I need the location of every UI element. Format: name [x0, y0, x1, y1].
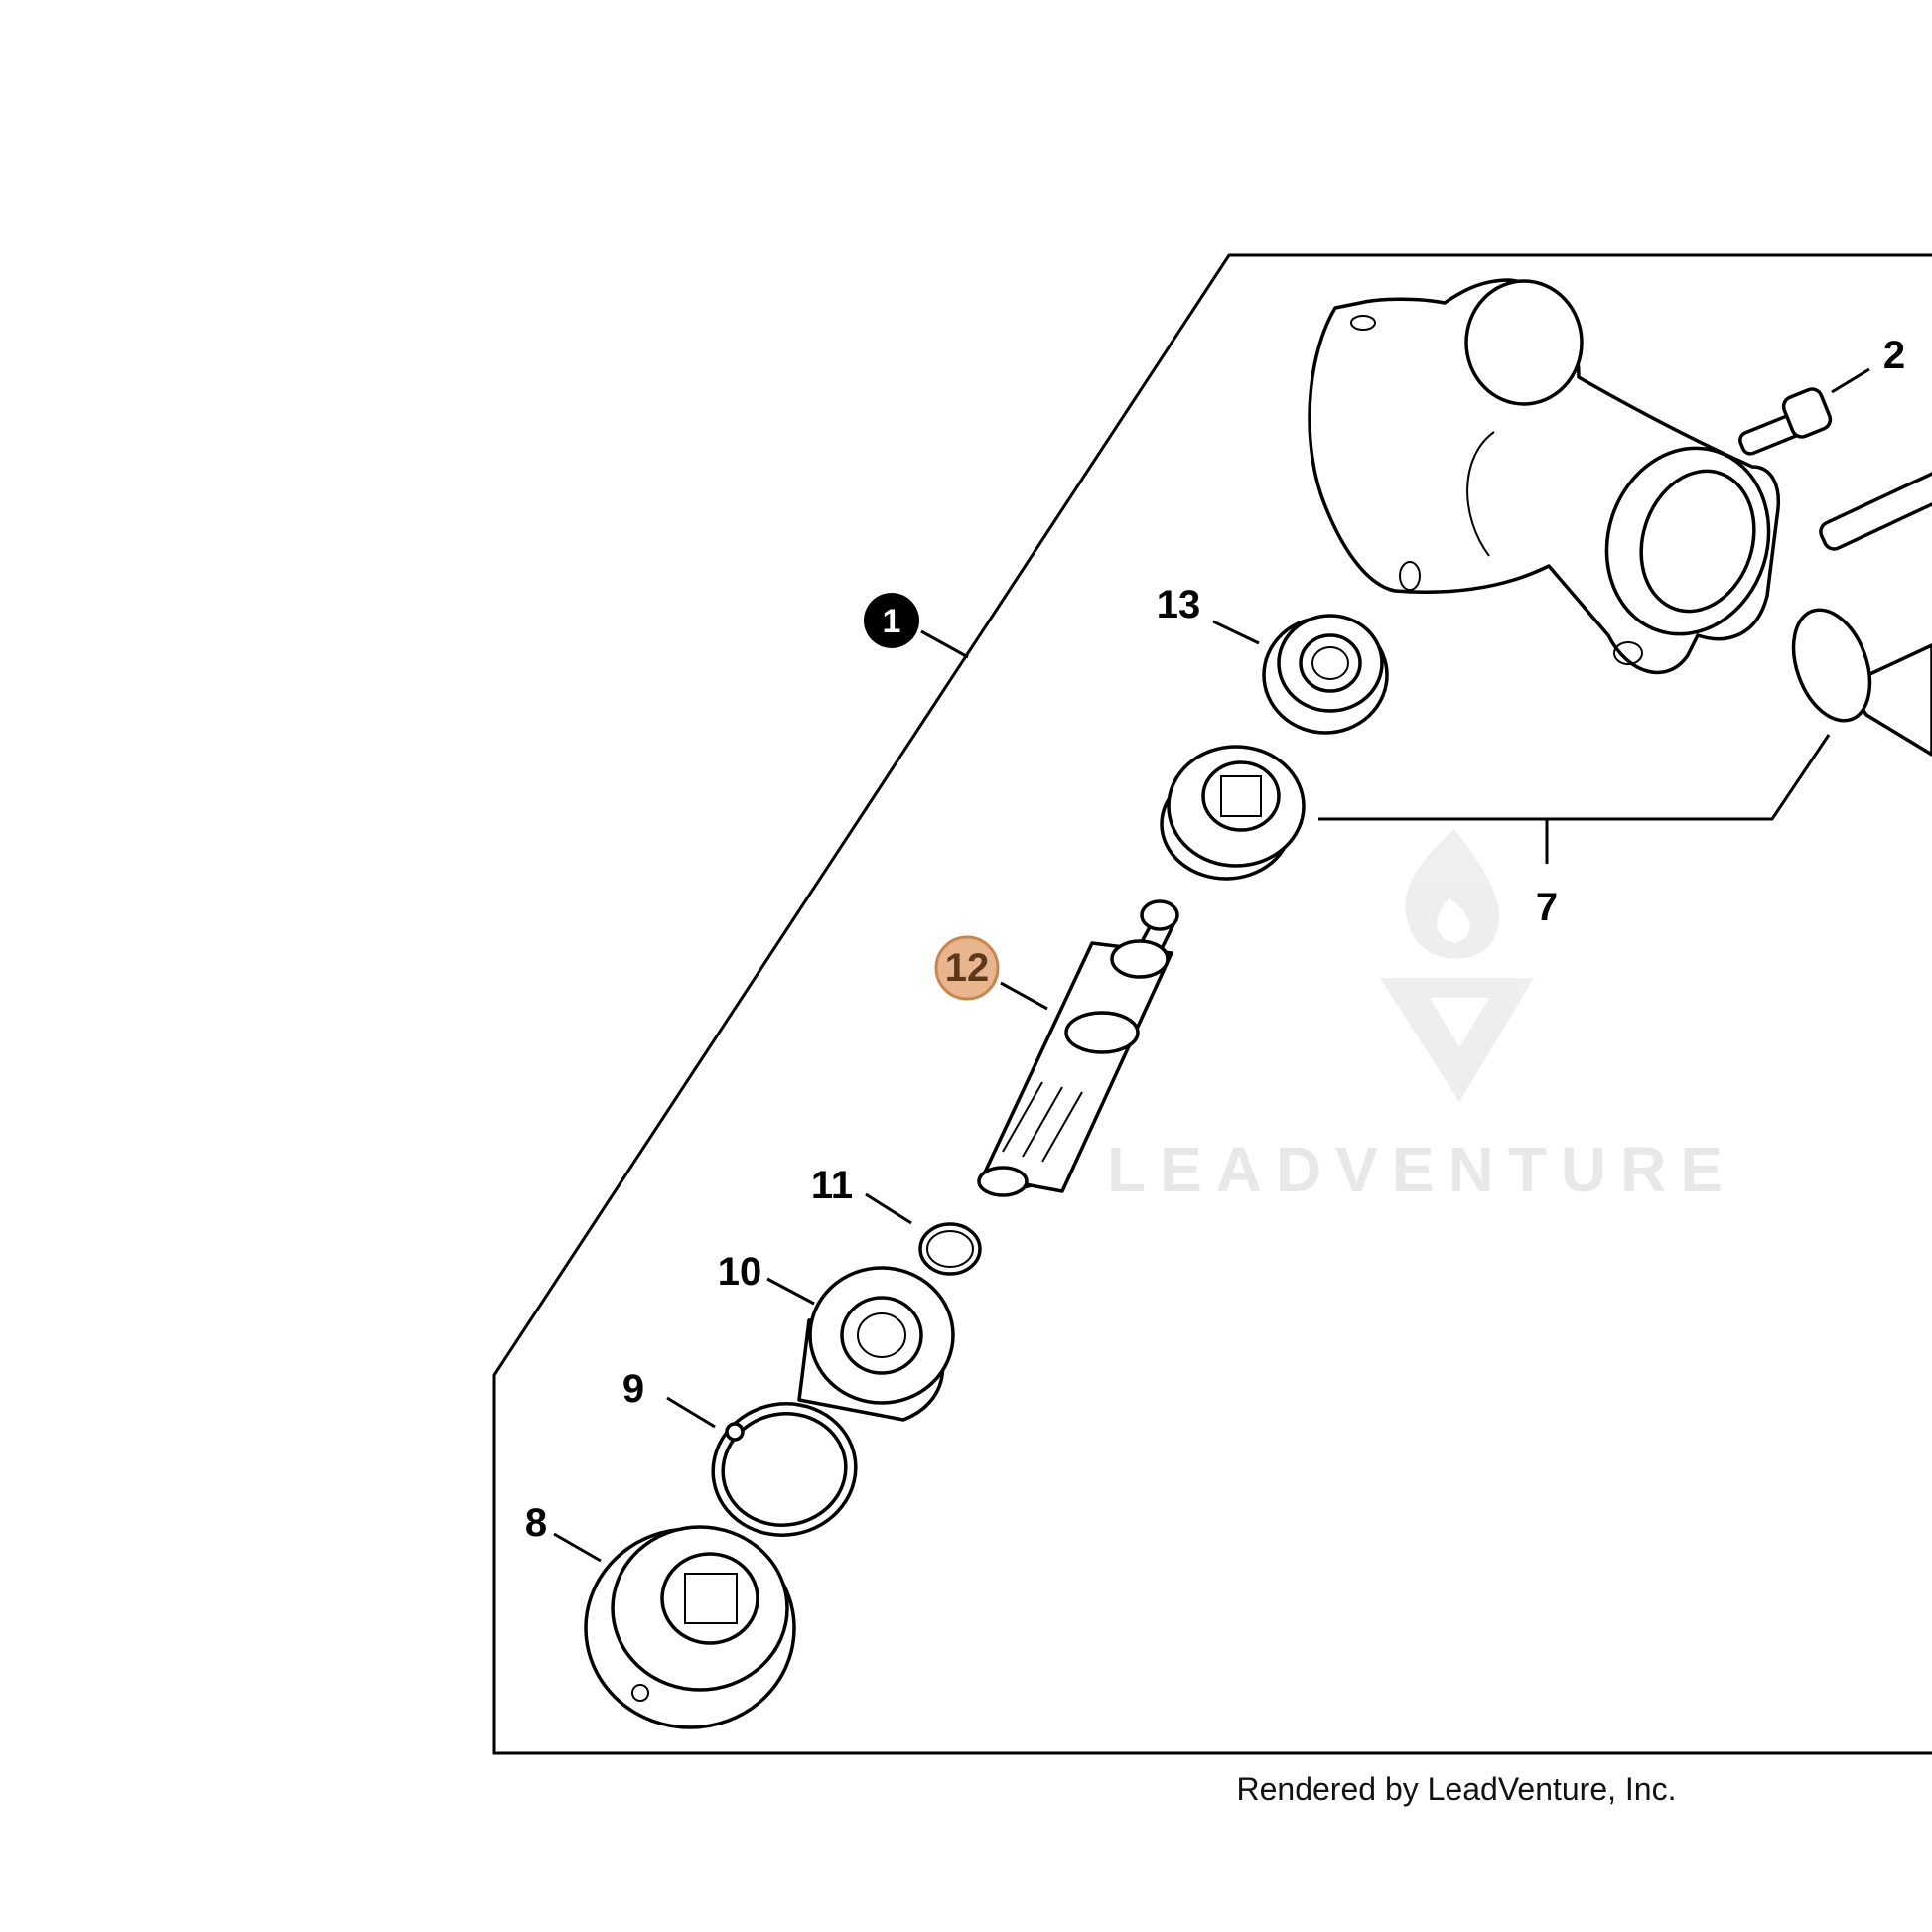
callout-9-label: 9 [622, 1367, 644, 1411]
leader-11 [865, 1192, 912, 1225]
callout-13-label: 13 [1157, 583, 1201, 626]
bearing-cap[interactable] [584, 1525, 796, 1729]
watermark-logo [1380, 829, 1534, 1102]
leader-7 [1318, 734, 1831, 821]
callout-11[interactable]: 11 [811, 1164, 853, 1207]
watermark-text: LEADVENTURE [1107, 1134, 1736, 1205]
callout-12[interactable]: 12 [934, 935, 1000, 1001]
gear-housing[interactable] [1308, 278, 1792, 675]
callout-9[interactable]: 9 [622, 1367, 644, 1411]
snap-ring[interactable] [703, 1393, 867, 1547]
callout-2[interactable]: 2 [1883, 334, 1905, 377]
callout-10-label: 10 [718, 1250, 762, 1294]
drive-shaft[interactable] [977, 899, 1179, 1197]
circlip-small[interactable] [918, 1222, 982, 1276]
callout-8-label: 8 [525, 1501, 547, 1545]
leader-12 [1000, 981, 1048, 1011]
callout-8[interactable]: 8 [525, 1501, 547, 1545]
callout-1-label: 1 [883, 603, 901, 640]
long-screw[interactable] [1818, 469, 1932, 553]
callout-1[interactable]: 1 [864, 593, 919, 648]
leader-2 [1831, 367, 1870, 394]
callout-7-label: 7 [1536, 886, 1558, 929]
leader-10 [766, 1277, 815, 1306]
leader-8 [553, 1532, 602, 1563]
leader-1 [920, 629, 969, 659]
callout-10[interactable]: 10 [718, 1250, 762, 1294]
callout-7[interactable]: 7 [1536, 886, 1558, 929]
leader-9 [666, 1396, 716, 1429]
bolt[interactable] [1737, 386, 1833, 456]
callout-11-label: 11 [811, 1164, 853, 1207]
leader-13 [1212, 620, 1260, 645]
ball-bearing[interactable] [1262, 614, 1389, 735]
highlight-circle [934, 935, 1000, 1001]
bevel-gear-shaft[interactable] [1779, 600, 1932, 757]
callout-13[interactable]: 13 [1157, 583, 1201, 626]
pinion-gear[interactable] [1160, 745, 1306, 881]
kit-frame [492, 253, 1932, 1755]
bearing[interactable] [797, 1266, 955, 1422]
callout-2-label: 2 [1883, 334, 1905, 377]
callout-12-label: 12 [945, 946, 990, 990]
credit-text: Rendered by LeadVenture, Inc. [1237, 1771, 1677, 1807]
